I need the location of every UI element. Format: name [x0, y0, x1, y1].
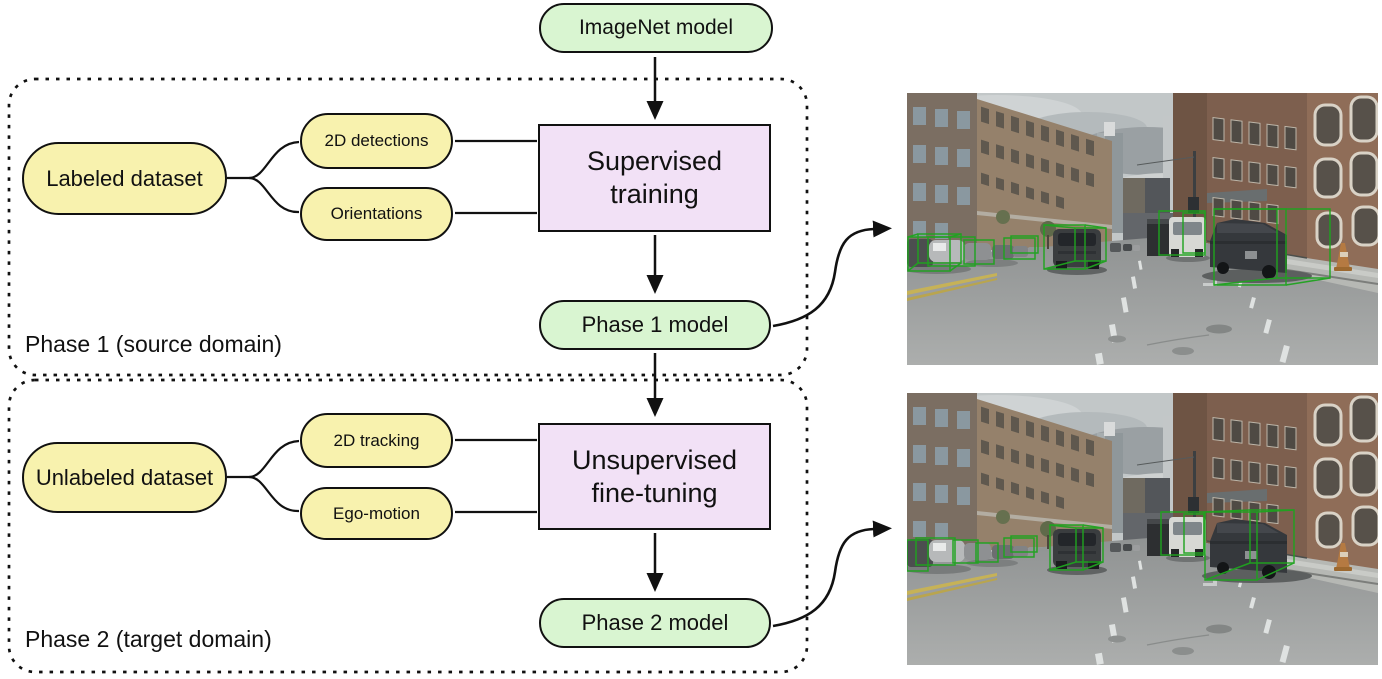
unsupervised-finetuning-line1: Unsupervised — [571, 444, 738, 475]
phase2-region-border — [7, 378, 809, 674]
phase2-detection-boxes — [907, 509, 1295, 581]
phase1-result-image — [907, 93, 1378, 365]
arrow-phase2model-to-image — [772, 520, 892, 628]
supervised-training-line2: training — [610, 179, 699, 209]
arrow-phase1model-to-image — [772, 220, 892, 328]
labeled-dataset-pill: Labeled dataset — [22, 142, 227, 215]
phase1-region-label: Phase 1 (source domain) — [25, 331, 282, 357]
supervised-training-box: Supervised training — [538, 124, 771, 232]
pill-ego-motion: Ego-motion — [300, 487, 453, 540]
unlabeled-dataset-pill: Unlabeled dataset — [22, 442, 227, 513]
supervised-training-line1: Supervised — [586, 146, 723, 176]
pill-orientations: Orientations — [300, 187, 453, 241]
unsupervised-finetuning-box: Unsupervised fine-tuning — [538, 423, 771, 530]
pill-2d-tracking: 2D tracking — [300, 413, 453, 468]
phase1-model-pill: Phase 1 model — [539, 300, 771, 350]
fork-labeled-dataset — [227, 140, 300, 214]
unsupervised-finetuning-line2: fine-tuning — [591, 477, 718, 508]
input-links — [455, 139, 537, 514]
pill-2d-detections: 2D detections — [300, 113, 453, 169]
fork-unlabeled-dataset — [227, 439, 300, 513]
phase1-detection-boxes — [907, 208, 1331, 286]
imagenet-model-pill: ImageNet model — [539, 3, 773, 53]
phase2-region-label: Phase 2 (target domain) — [25, 626, 272, 652]
phase2-model-pill: Phase 2 model — [539, 598, 771, 648]
phase2-result-image — [907, 393, 1378, 665]
